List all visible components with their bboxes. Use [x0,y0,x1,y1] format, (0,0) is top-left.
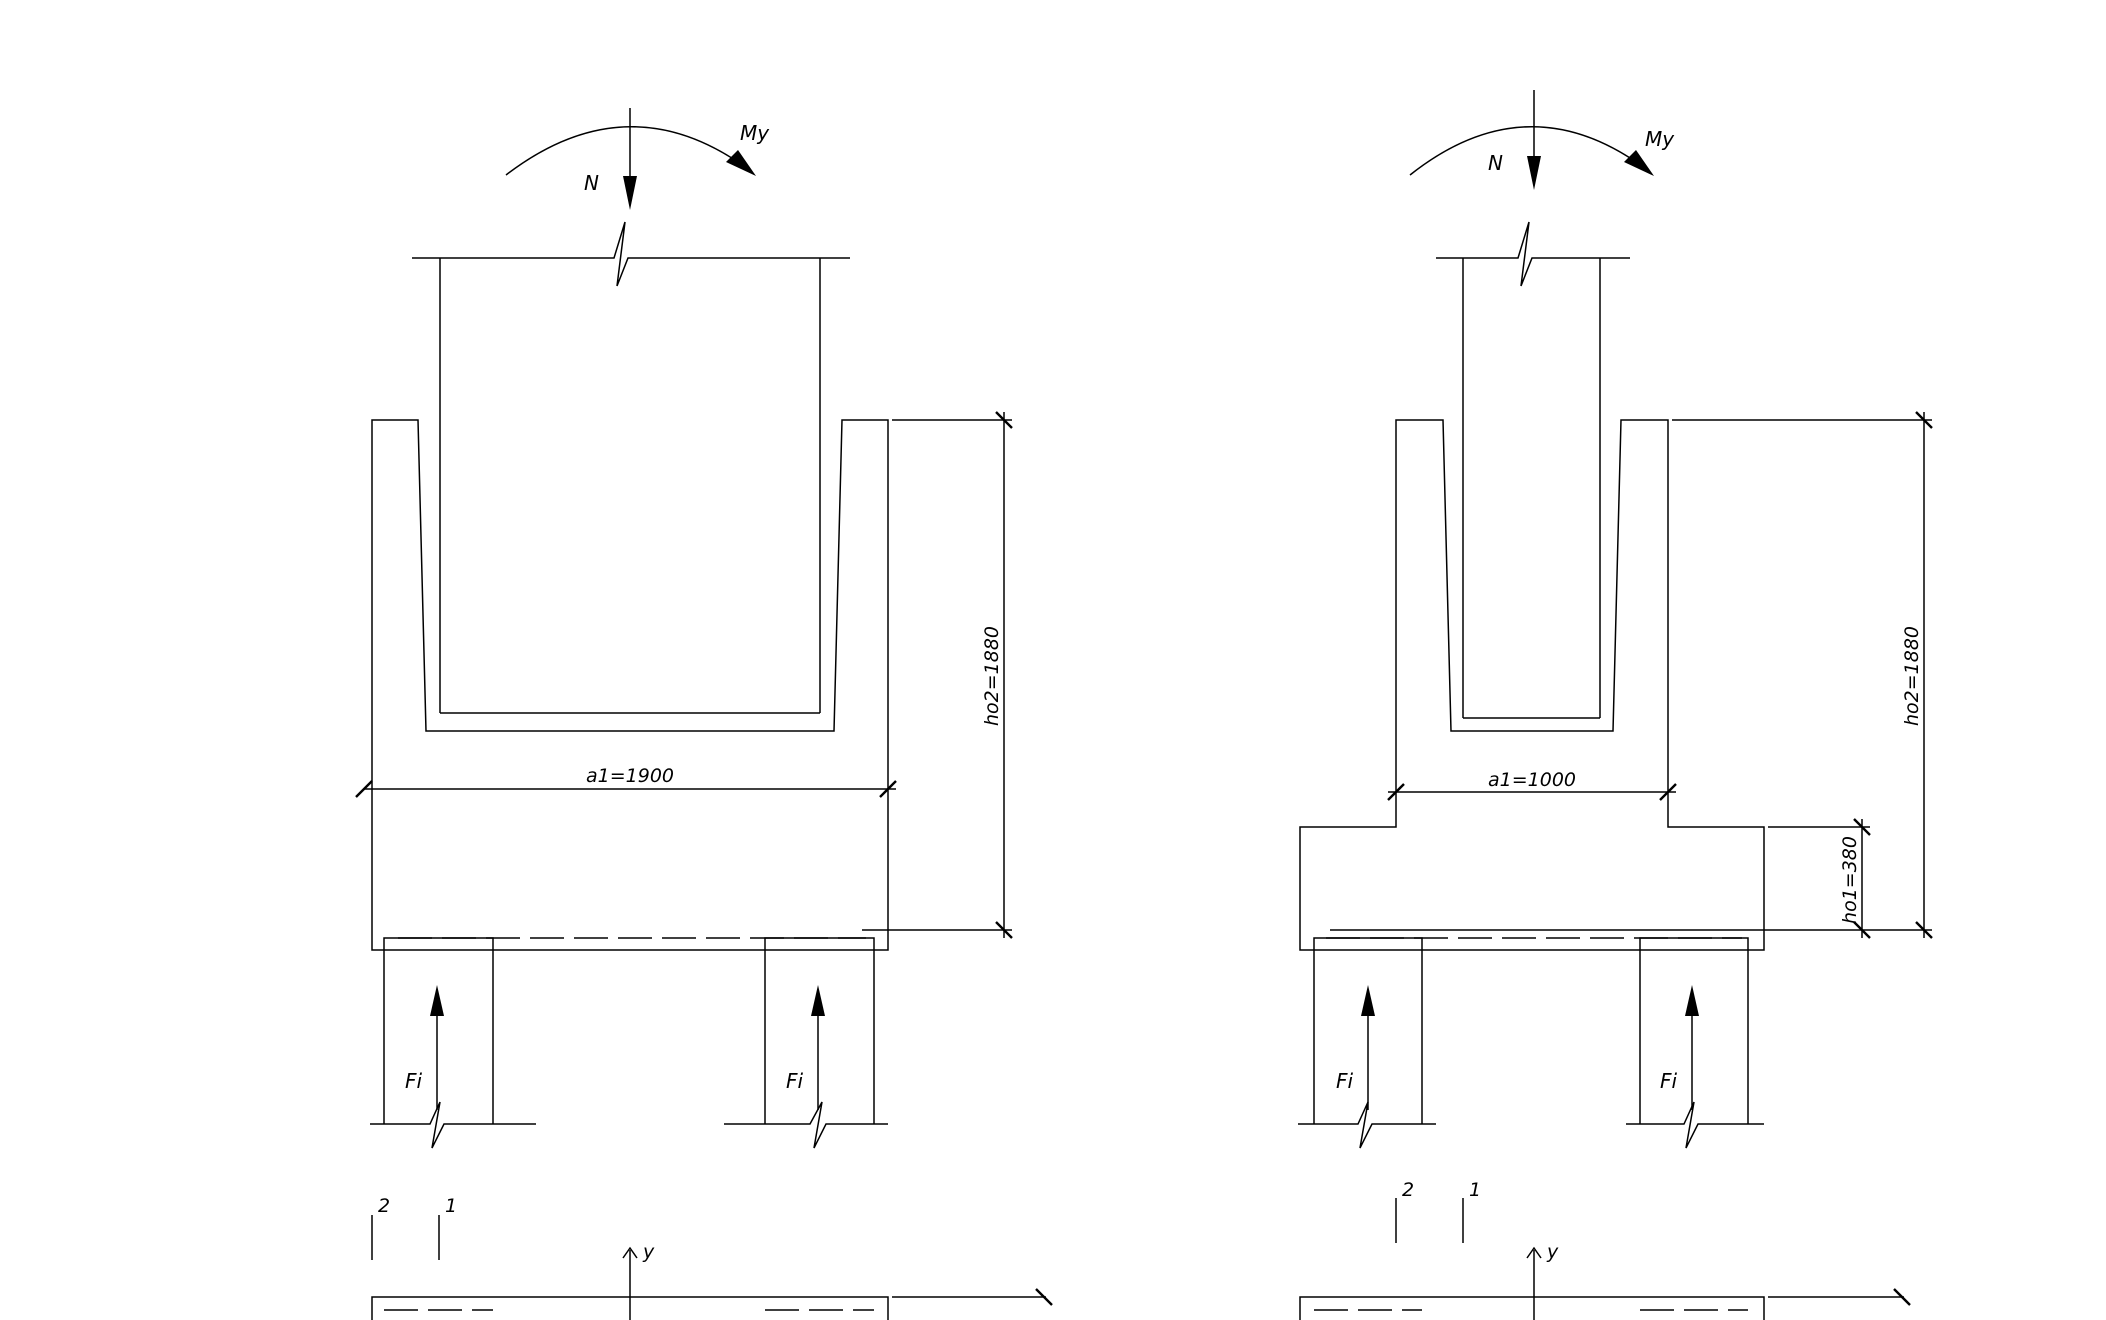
right-pile-right [1639,937,1749,1124]
right-width-dim-label: a1=1000 [1488,769,1576,791]
left-foundation-detail: My N a1=1900 ho2=1880 [355,108,1053,1320]
right-section-label-2: 2 [1402,1179,1414,1201]
left-plan-outline [371,1296,889,1320]
left-section-label-2: 2 [378,1195,390,1217]
left-plan-y-label: y [642,1241,655,1263]
left-moment-label: My [740,121,770,145]
right-pile-right-force-label: Fi [1660,1069,1678,1093]
right-pile-left-force-label: Fi [1336,1069,1354,1093]
right-foundation-detail: My N a1=1000 ho2=1880 ho1=380 [1298,90,1933,1320]
left-pile-left-force-arrowhead [430,985,444,1016]
right-pile-right-force-arrowhead [1685,985,1699,1016]
right-plan-y-arrowhead [1526,1246,1542,1259]
left-plan-dim-tick [1035,1288,1053,1306]
left-pile-left-break [370,1101,536,1149]
right-pile-left-break [1298,1101,1436,1149]
right-plan-outline [1299,1296,1765,1320]
left-height-dim-label: ho2=1880 [981,626,1003,726]
left-moment-arc [505,126,753,176]
left-width-dim-tick-2 [879,780,897,798]
right-pile-left-force-arrowhead [1361,985,1375,1016]
right-column-break-line [1436,221,1630,287]
right-pile-right-break [1626,1101,1764,1149]
left-height-dim-tick-2 [995,921,1013,939]
left-pile-right-break [724,1101,888,1149]
right-axial-label: N [1488,151,1503,175]
left-pile-left-force-label: Fi [405,1069,423,1093]
left-pile-cap-outline [371,419,889,951]
right-section-label-1: 1 [1469,1179,1481,1201]
left-axial-arrowhead [623,176,637,210]
left-pile-right [764,937,875,1124]
right-moment-arc [1409,126,1651,176]
right-step-dim-label: ho1=380 [1839,836,1861,924]
right-axial-arrowhead [1527,156,1541,190]
left-moment-arrowhead [726,150,756,176]
left-pile-left [383,937,494,1124]
left-width-dim-label: a1=1900 [586,765,674,787]
right-width-dim-tick-1 [1387,783,1405,801]
left-column-break-line [412,221,850,287]
left-height-dim-tick-1 [995,411,1013,429]
right-moment-label: My [1645,127,1675,151]
left-pile-right-force-label: Fi [786,1069,804,1093]
left-section-label-1: 1 [445,1195,457,1217]
right-pile-cap-outline [1299,419,1765,951]
right-step-dim-tick-2 [1853,921,1871,939]
right-height-dim-tick-1 [1915,411,1933,429]
left-width-dim-tick-1 [355,780,373,798]
right-moment-arrowhead [1624,150,1654,176]
left-pile-right-force-arrowhead [811,985,825,1016]
right-height-dim-tick-2 [1915,921,1933,939]
right-plan-y-label: y [1546,1241,1559,1263]
right-width-dim-tick-2 [1659,783,1677,801]
left-axial-label: N [584,171,599,195]
right-height-dim-label: ho2=1880 [1901,626,1923,726]
right-step-dim-tick-1 [1853,818,1871,836]
right-plan-dim-tick [1893,1288,1911,1306]
left-plan-y-arrowhead [622,1246,638,1259]
right-pile-left [1313,937,1423,1124]
